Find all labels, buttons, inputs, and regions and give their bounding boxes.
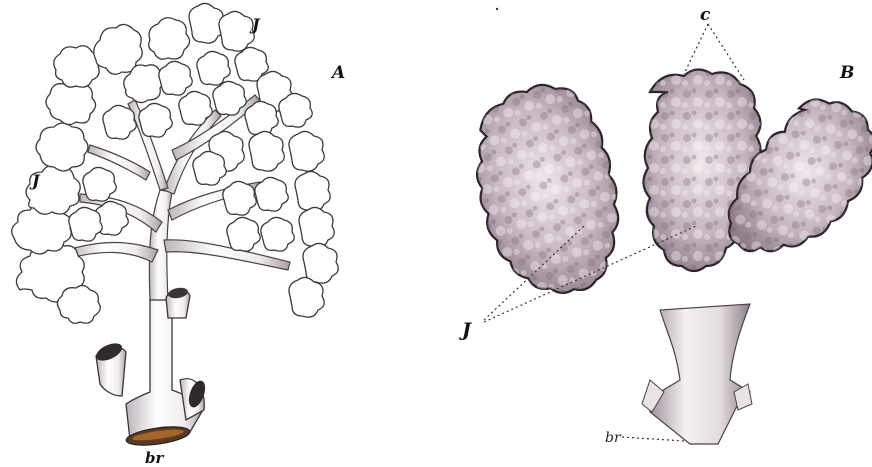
gland-a-main-duct xyxy=(93,286,208,448)
panel-b-label: B xyxy=(839,63,854,83)
gland-b-label: J xyxy=(459,319,473,341)
gland-b-lobes-label: c xyxy=(700,5,711,25)
panel-b-lobed-gland: B c J br xyxy=(451,5,872,446)
panel-a-branched-gland: A J J br xyxy=(12,3,345,467)
gland-b-branch-label: br xyxy=(605,430,622,446)
panel-a-label: A xyxy=(330,63,345,83)
gland-b-lobe-left xyxy=(451,71,645,312)
gland-a-lobules xyxy=(12,3,339,323)
gland-a-branch-label: br xyxy=(145,449,164,467)
gland-b-duct xyxy=(642,304,752,444)
speck xyxy=(496,8,498,10)
